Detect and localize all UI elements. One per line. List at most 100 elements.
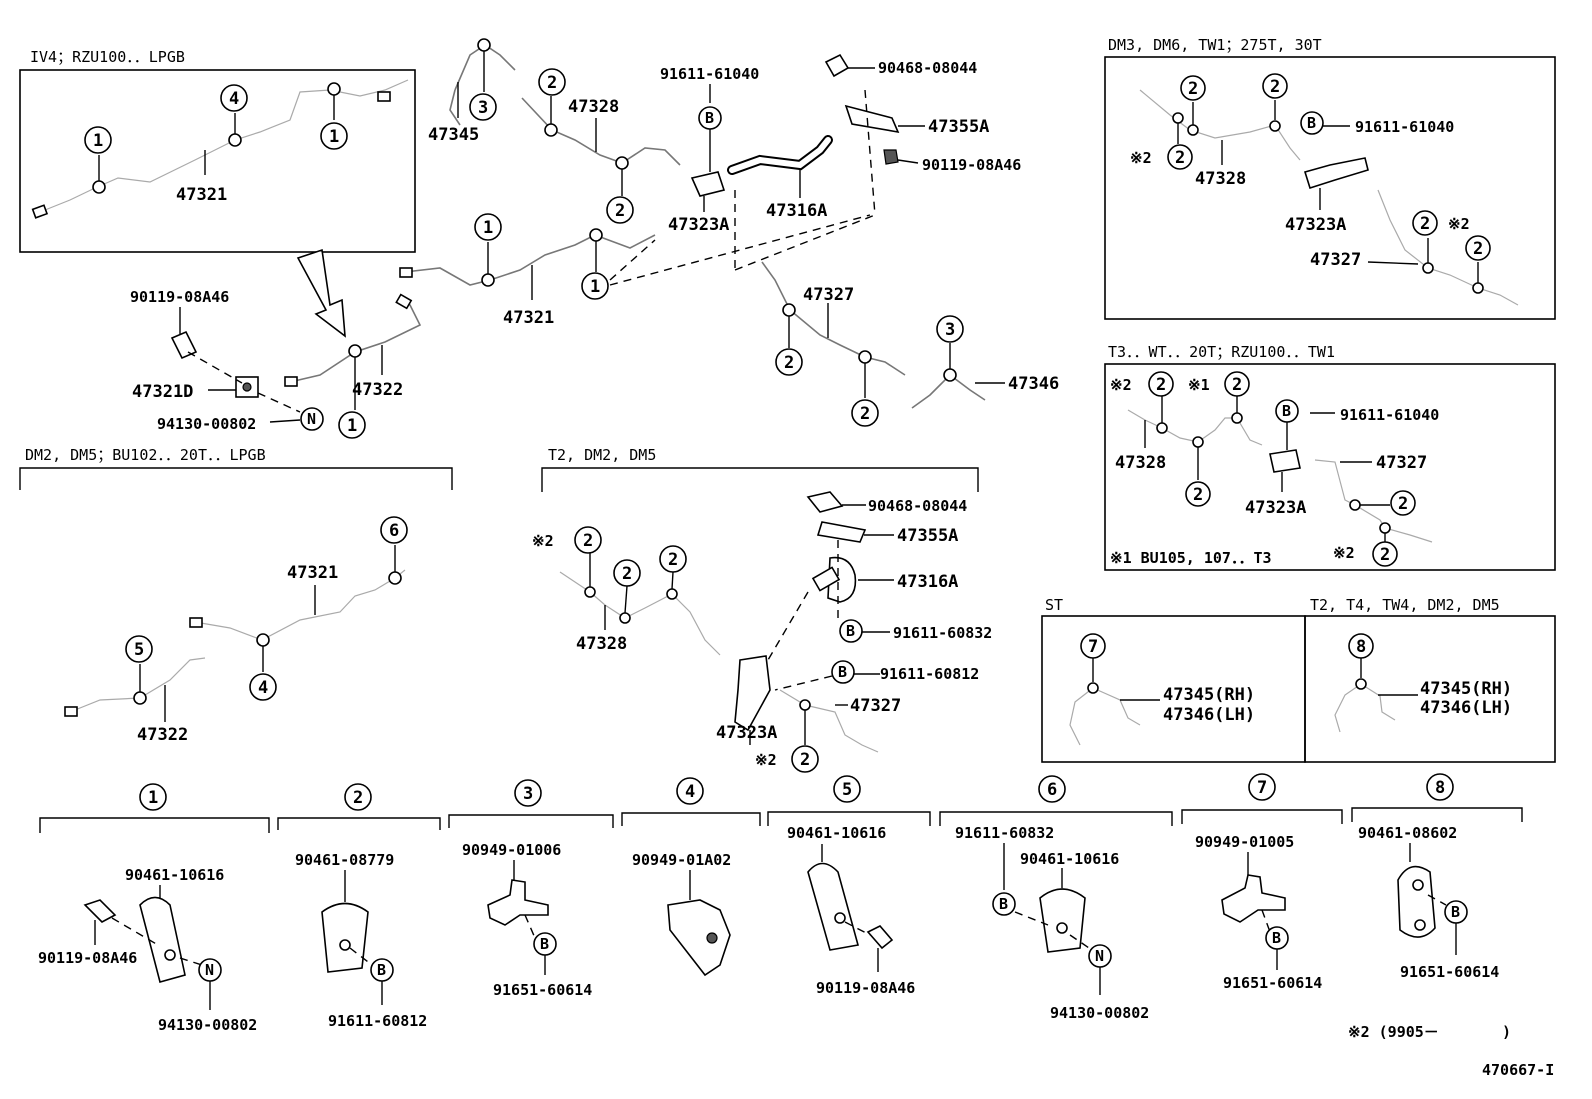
inset-t3-frame	[1104, 363, 1556, 571]
svg-text:※2: ※2	[532, 532, 554, 550]
callout-4	[249, 673, 277, 701]
box-st: ST 7 47345(RH) 47346(LH)	[1041, 596, 1306, 763]
svg-text:2: 2	[1398, 494, 1408, 514]
svg-text:B: B	[838, 663, 847, 681]
label-90119-08A46: 90119-08A46	[816, 979, 915, 997]
group-bracket	[541, 467, 979, 492]
label-90119-08A46: 90119-08A46	[922, 156, 1021, 174]
tube-47322	[289, 299, 422, 383]
box-t2-frame	[1304, 615, 1556, 763]
clip-row: 1 90461-10616 90119-08A46 N 94130-00802 …	[38, 773, 1523, 1034]
svg-text:B: B	[846, 622, 855, 640]
svg-text:8: 8	[1435, 778, 1445, 798]
bolt-icon	[883, 149, 899, 165]
label-90468-08044: 90468-08044	[878, 59, 977, 77]
junction-block-icon	[1303, 157, 1369, 190]
label-90461-08779: 90461-08779	[295, 851, 394, 869]
svg-text:※2: ※2	[1333, 544, 1355, 562]
nut-icon	[300, 407, 324, 431]
tube-47345-st	[1069, 687, 1094, 746]
svg-text:B: B	[377, 961, 386, 979]
label-47328: 47328	[1195, 169, 1246, 189]
footnote-1: ※1 BU105, 107．．T3	[1110, 549, 1272, 567]
label-91651-60614: 91651-60614	[1400, 963, 1499, 981]
callout-7	[1248, 773, 1276, 801]
inset-dm3-frame	[1104, 56, 1556, 320]
clip-point	[92, 180, 106, 194]
bolt-icon	[866, 925, 894, 950]
arrow-icon	[296, 248, 346, 338]
callout-2	[574, 526, 602, 554]
label-47323A: 47323A	[1245, 498, 1306, 518]
inset-iv4-frame	[19, 69, 416, 253]
callout-2	[1262, 73, 1288, 99]
footnote-2-close: )	[1502, 1023, 1511, 1041]
label-90461-08602: 90461-08602	[1358, 824, 1457, 842]
tube-fitting-icon	[64, 706, 78, 717]
svg-text:3: 3	[478, 98, 488, 118]
svg-text:7: 7	[1257, 778, 1267, 798]
label-47327: 47327	[803, 285, 854, 305]
junction-block-icon	[1269, 449, 1301, 473]
clip-icon	[1039, 888, 1086, 953]
callout-1	[474, 213, 502, 241]
clip-icon	[321, 902, 369, 973]
svg-text:※2: ※2	[1130, 149, 1152, 167]
label-47327: 47327	[850, 696, 901, 716]
tube-47345-t2	[1334, 683, 1362, 733]
inset-t3-header: T3．．WT．．20T；RZU100．．TW1	[1108, 343, 1335, 361]
label-91651-60614: 91651-60614	[1223, 974, 1322, 992]
svg-text:2: 2	[1270, 77, 1280, 97]
callout-2	[1465, 235, 1491, 261]
svg-text:B: B	[1451, 903, 1460, 921]
svg-text:3: 3	[523, 784, 533, 804]
callout-6	[1038, 775, 1066, 803]
svg-text:4: 4	[258, 678, 268, 698]
label-47346-lh: 47346(LH)	[1163, 705, 1255, 725]
bolt-b-icon	[1300, 111, 1324, 135]
callout-2	[1412, 210, 1438, 236]
label-47323A: 47323A	[1285, 215, 1346, 235]
svg-text:6: 6	[1047, 780, 1057, 800]
label-90461-10616: 90461-10616	[1020, 850, 1119, 868]
label-90119-08A46: 90119-08A46	[38, 949, 137, 967]
callout-2	[1390, 490, 1416, 516]
svg-text:2: 2	[1193, 485, 1203, 505]
label-94130-00802: 94130-00802	[1050, 1004, 1149, 1022]
label-91611-61040: 91611-61040	[1355, 118, 1454, 136]
svg-text:8: 8	[1356, 637, 1366, 657]
tube-fitting-icon	[189, 617, 203, 628]
tube-fitting-icon	[399, 267, 413, 278]
label-47322: 47322	[137, 725, 188, 745]
inset-iv4-header: IV4；RZU100．．LPGB	[30, 48, 185, 66]
callout-8	[1426, 773, 1454, 801]
label-47328: 47328	[576, 634, 627, 654]
box-t2-t4: T2, T4, TW4, DM2, DM5 8 47345(RH) 47346(…	[1304, 596, 1556, 763]
callout-2	[1148, 371, 1174, 397]
clip-icon	[806, 491, 844, 513]
tube-47327-dm3	[1377, 189, 1519, 306]
svg-text:2: 2	[1175, 148, 1185, 168]
label-47321: 47321	[287, 563, 338, 583]
tube-47328-t2	[559, 571, 721, 656]
label-91611-60812: 91611-60812	[328, 1012, 427, 1030]
label-47327: 47327	[1310, 250, 1361, 270]
callout-2	[1372, 541, 1398, 567]
label-47323A: 47323A	[716, 723, 777, 743]
label-91611-61040: 91611-61040	[660, 65, 759, 83]
group-bracket	[19, 467, 453, 490]
junction-block-icon	[734, 655, 771, 732]
label-47328: 47328	[1115, 453, 1166, 473]
tube-47327-t3	[1314, 459, 1433, 543]
svg-text:2: 2	[1380, 545, 1390, 565]
label-90119-08A46: 90119-08A46	[130, 288, 229, 306]
group-dm2-bu102: DM2, DM5；BU102．．20T．．LPGB 5 4 6 47321 47…	[19, 446, 453, 745]
callout-2	[775, 348, 803, 376]
callout-6	[380, 516, 408, 544]
svg-text:2: 2	[784, 353, 794, 373]
callout-1	[320, 122, 348, 150]
label-47345: 47345	[428, 125, 479, 145]
callout-2	[344, 783, 372, 811]
label-90461-10616: 90461-10616	[787, 824, 886, 842]
